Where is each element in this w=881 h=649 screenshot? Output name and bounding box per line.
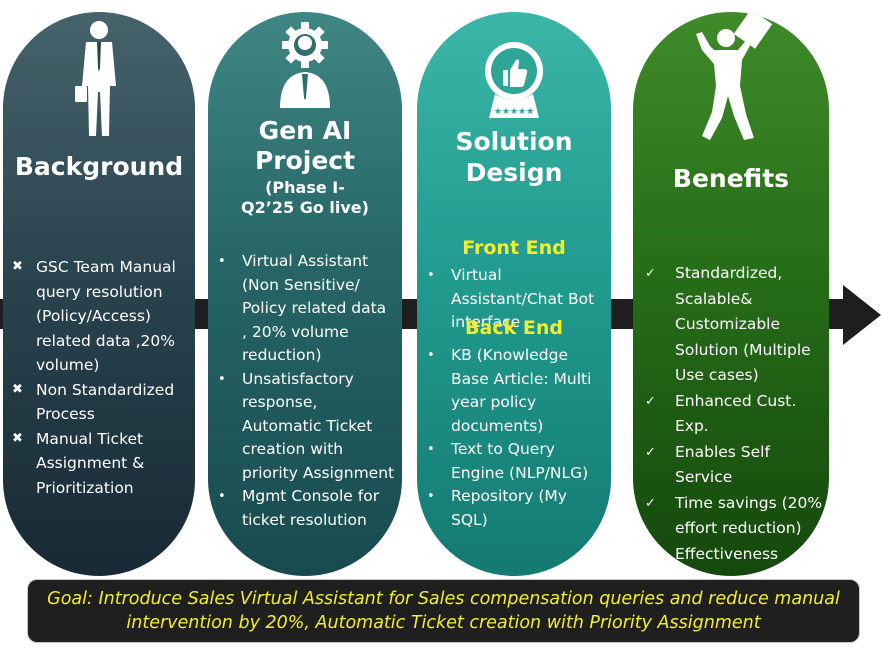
dot-icon: •: [218, 489, 226, 504]
dot-icon: •: [218, 254, 226, 269]
list-item: ✖GSC Team Manual query resolution (Polic…: [12, 255, 184, 378]
back-end-heading: Back End: [465, 317, 563, 339]
background-column: Background ✖GSC Team Manual query resolu…: [3, 12, 195, 576]
benefits-list: ✓Standardized, Scalable& Customizable So…: [645, 261, 825, 567]
background-title: Background: [14, 152, 184, 181]
list-item: •Mgmt Console for ticket resolution: [218, 487, 380, 529]
list-item: ✓Standardized, Scalable& Customizable So…: [645, 261, 825, 389]
list-item: ✓Time savings (20% effort reduction): [645, 491, 825, 542]
list-item: ✓Enhanced Cust. Exp.: [645, 389, 825, 440]
project-title: Gen AI Project: [254, 116, 356, 175]
list-item: ✖Manual Ticket Assignment & Prioritizati…: [12, 427, 184, 501]
list-item: ✖Non Standardized Process: [12, 378, 184, 427]
project-list: •Virtual Assistant (Non Sensitive/ Polic…: [218, 250, 396, 532]
goal-text: Goal: Introduce Sales Virtual Assistant …: [47, 589, 840, 633]
thumbs-up-badge-icon: ★★★★★: [483, 40, 545, 124]
check-icon: ✓: [645, 495, 656, 511]
svg-text:★★★★★: ★★★★★: [494, 107, 534, 117]
front-end-heading: Front End: [462, 237, 566, 259]
dot-icon: •: [218, 371, 226, 387]
benefits-title: Benefits: [672, 164, 790, 193]
design-title: Solution Design: [455, 127, 573, 187]
list-item: ✓Enables Self Service: [645, 440, 825, 491]
cross-icon: ✖: [12, 259, 23, 274]
dot-icon: •: [427, 268, 435, 283]
list-item: •Text to Query Engine (NLP/NLG): [427, 440, 589, 482]
list-item: •Repository (My SQL): [427, 487, 567, 529]
businessman-icon: [69, 18, 129, 142]
list-item: •Unsatisfactory response, Automatic Tick…: [218, 369, 395, 482]
front-end-list: •Virtual Assistant/Chat Bot interface: [427, 264, 605, 335]
benefits-column: Benefits ✓Standardized, Scalable& Custom…: [633, 12, 829, 576]
back-end-list: •KB (Knowledge Base Article: Multi year …: [427, 344, 605, 532]
background-list: ✖GSC Team Manual query resolution (Polic…: [12, 255, 184, 500]
list-item: •KB (Knowledge Base Article: Multi year …: [427, 346, 592, 435]
list-item: •Virtual Assistant (Non Sensitive/ Polic…: [218, 252, 387, 364]
project-phase-subtitle: (Phase I- Q2’25 Go live): [241, 178, 369, 217]
dot-icon: •: [427, 348, 435, 363]
check-icon: ✓: [645, 546, 656, 562]
cross-icon: ✖: [12, 381, 23, 397]
dot-icon: •: [427, 489, 435, 504]
check-icon: ✓: [645, 444, 656, 460]
check-icon: ✓: [645, 266, 656, 281]
check-icon: ✓: [645, 393, 656, 409]
list-item: •Virtual Assistant/Chat Bot interface: [427, 266, 595, 331]
solution-design-column: ★★★★★ Solution Design Front End •Virtual…: [417, 12, 611, 576]
goal-banner: Goal: Introduce Sales Virtual Assistant …: [27, 579, 860, 643]
cross-icon: ✖: [12, 430, 23, 446]
gen-ai-project-column: Gen AI Project (Phase I- Q2’25 Go live) …: [208, 12, 402, 576]
dot-icon: •: [427, 442, 435, 457]
list-item: ✓Effectiveness: [645, 542, 825, 568]
gear-person-icon: [272, 20, 338, 112]
celebrating-man-icon: [688, 12, 774, 150]
